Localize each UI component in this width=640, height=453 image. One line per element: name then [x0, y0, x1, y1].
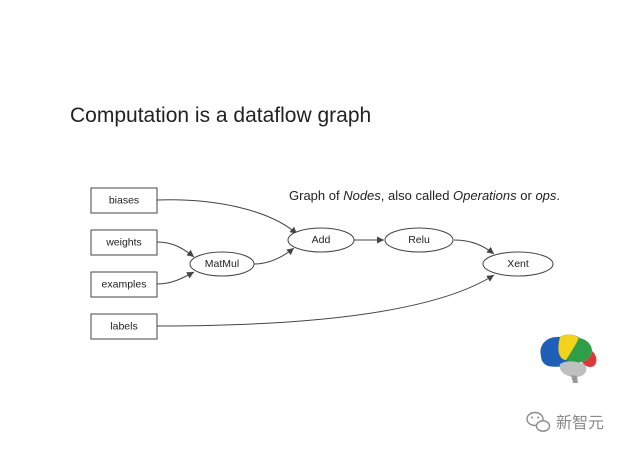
input-weights: weights — [90, 229, 158, 256]
brain-logo-icon — [540, 334, 597, 383]
wechat-icon — [526, 411, 551, 432]
op-xent: Xent — [482, 251, 554, 277]
op-add-label: Add — [312, 234, 331, 246]
edge-biases-add — [156, 199, 298, 235]
op-relu: Relu — [384, 227, 454, 253]
input-weights-label: weights — [105, 237, 142, 249]
caption-operations: Operations — [453, 188, 517, 203]
input-labels-label: labels — [110, 321, 137, 333]
input-examples-label: examples — [102, 279, 147, 291]
edge-examples-matmul — [156, 271, 195, 285]
input-examples: examples — [90, 271, 158, 298]
input-labels: labels — [90, 313, 158, 340]
op-matmul-label: MatMul — [205, 258, 239, 270]
watermark: 新智元 — [526, 411, 604, 432]
edge-labels-xent — [156, 274, 495, 327]
input-biases: biases — [90, 187, 158, 214]
caption-part2: , also called — [380, 188, 454, 203]
edge-relu-xent — [453, 239, 495, 255]
caption-part4: . — [556, 188, 561, 203]
caption-part3: or — [516, 188, 536, 203]
input-biases-label: biases — [109, 195, 139, 207]
op-relu-label: Relu — [408, 234, 430, 246]
op-matmul: MatMul — [189, 251, 255, 277]
edge-matmul-add — [253, 247, 295, 265]
watermark-text: 新智元 — [556, 413, 604, 432]
slide-title: Computation is a dataflow graph — [70, 104, 372, 127]
op-add: Add — [287, 227, 355, 253]
edge-weights-matmul — [156, 241, 195, 258]
caption-part1: Graph of — [289, 188, 344, 203]
op-xent-label: Xent — [507, 258, 529, 270]
caption-ops: ops — [535, 188, 557, 203]
graph-caption: Graph of Nodes, also called Operations o… — [289, 188, 560, 203]
caption-nodes: Nodes — [343, 188, 381, 203]
